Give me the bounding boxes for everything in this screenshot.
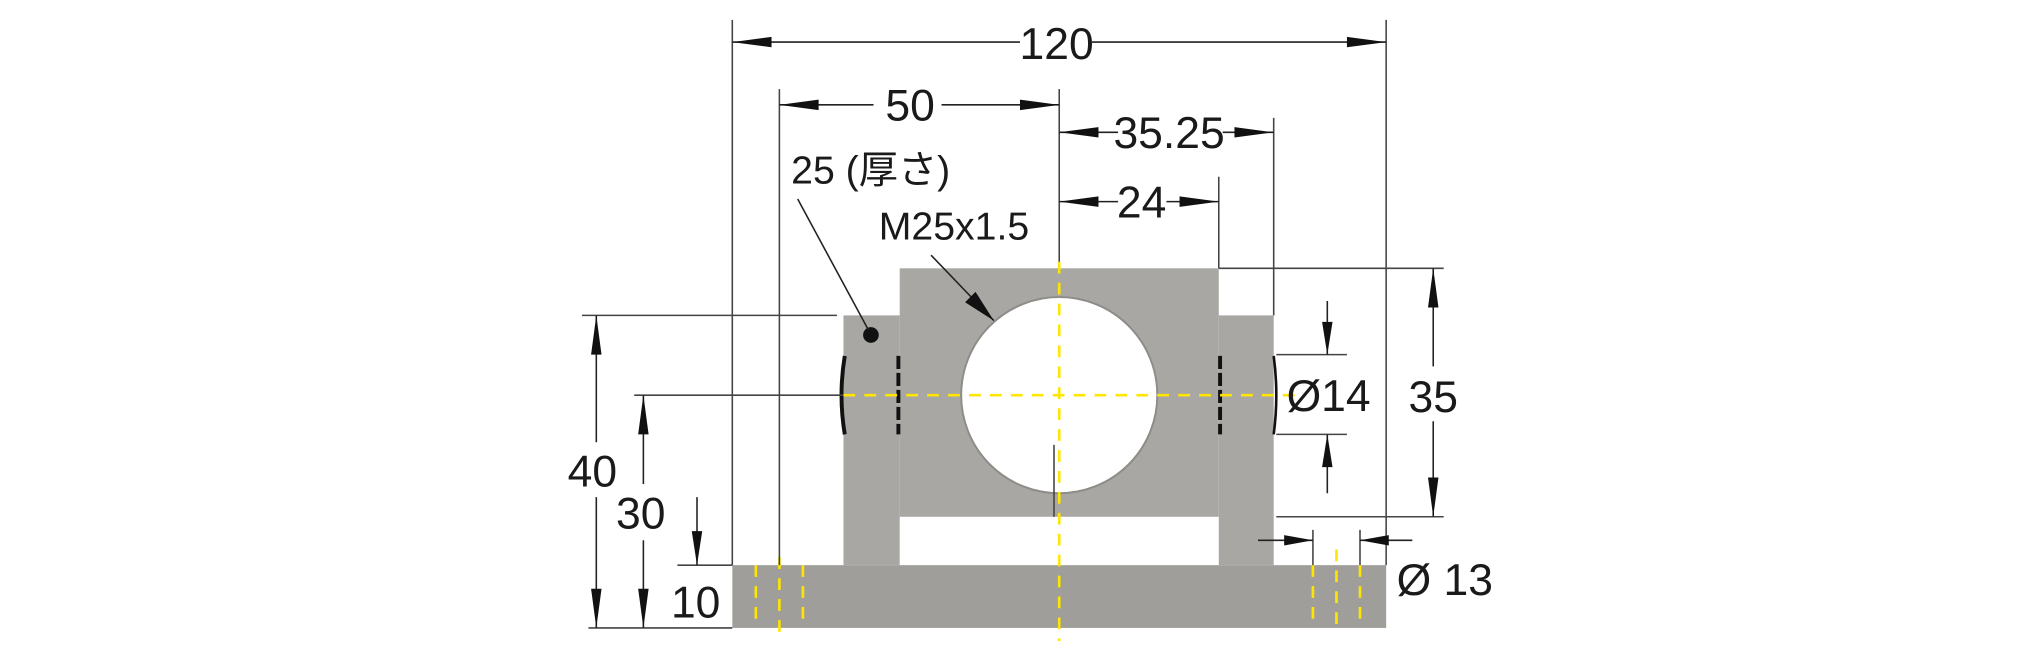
dim-label-35-25: 35.25 (1113, 109, 1224, 158)
thickness-marker-dot (863, 327, 879, 343)
dim-label-d13: Ø 13 (1397, 556, 1493, 605)
center-lines (754, 261, 1362, 642)
dim-label-30: 30 (616, 490, 665, 539)
dim-overall-height: 40 (568, 315, 617, 628)
dim-pin-diameter: Ø14 (1287, 301, 1371, 494)
dim-center-to-upright: 35.25 (1059, 109, 1274, 158)
dim-label-50: 50 (885, 82, 934, 131)
dim-left-to-center: 50 (779, 82, 1060, 131)
left-upright (843, 315, 900, 566)
dim-label-24: 24 (1117, 178, 1166, 227)
dim-block-height: 35 (1409, 268, 1458, 517)
dim-center-to-block: 24 (1059, 178, 1219, 227)
extension-lines (581, 19, 1444, 629)
dim-pivot-height: 30 (616, 395, 665, 628)
note-thread: M25x1.5 (879, 205, 1029, 322)
dim-hole-diameter: Ø 13 (1258, 535, 1493, 605)
dim-label-40: 40 (568, 448, 617, 497)
right-upright (1218, 315, 1274, 566)
dim-overall-width: 120 (732, 20, 1387, 69)
note-thread-label: M25x1.5 (879, 205, 1029, 249)
dim-label-10: 10 (671, 578, 720, 627)
dim-label-120: 120 (1020, 20, 1094, 69)
dim-label-d14: Ø14 (1287, 372, 1371, 421)
dim-base-thickness: 10 (671, 497, 720, 627)
right-pin-end (1272, 355, 1278, 435)
dim-label-35: 35 (1409, 373, 1458, 422)
note-thickness: 25 (厚さ) (791, 148, 950, 331)
part-geometry (732, 268, 1387, 628)
note-thickness-label: 25 (厚さ) (791, 148, 950, 192)
